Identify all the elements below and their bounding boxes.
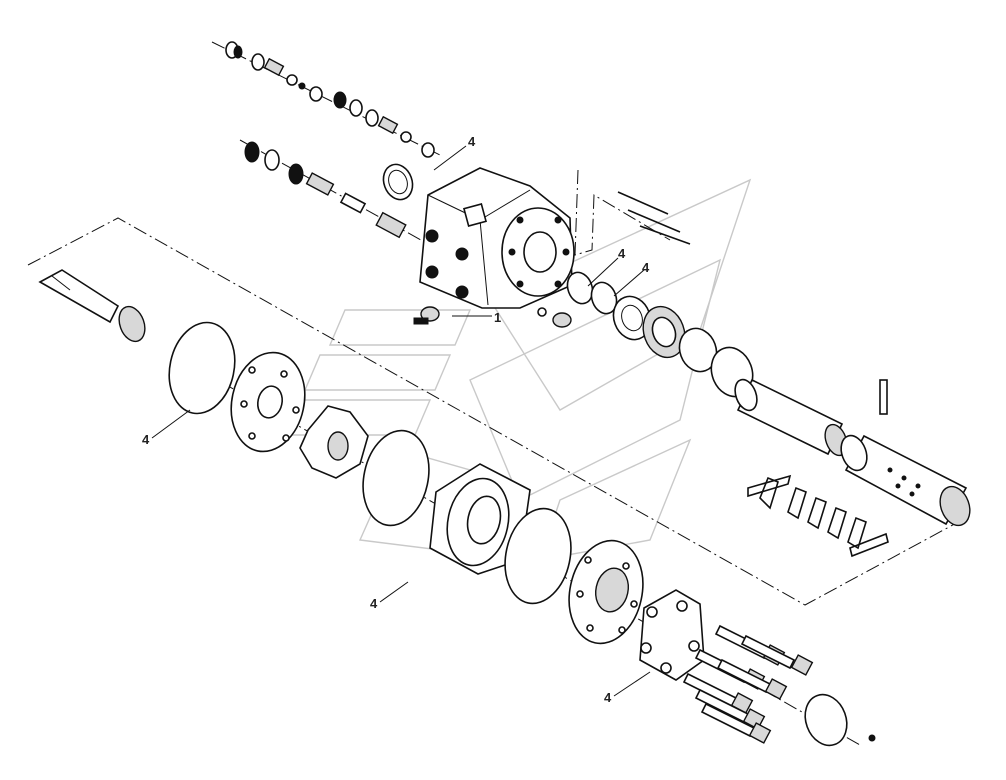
valve-housing (419, 167, 575, 309)
cap-screws (682, 624, 814, 744)
seal-gasket (639, 589, 705, 681)
valve-pins (617, 191, 691, 245)
o-ring-a (566, 271, 594, 305)
callout-number: 4 (468, 134, 476, 149)
control-sleeve (840, 434, 971, 527)
assembly-outline (27, 217, 963, 606)
spacer-plate (230, 351, 306, 453)
centering-pin (879, 379, 888, 415)
callout-number: 4 (642, 260, 650, 275)
o-ring-middle (362, 429, 430, 527)
body-seal-ring (382, 163, 414, 201)
pin-leader-box (574, 169, 671, 256)
o-ring-b (590, 281, 618, 315)
check-valve-parts (413, 306, 572, 328)
centering-springs (747, 474, 889, 558)
drive-shaft (38, 269, 146, 343)
end-cap (568, 539, 644, 645)
callout-number: 4 (370, 596, 378, 611)
bearing-race (678, 327, 718, 373)
drive-screw (868, 734, 876, 742)
valve-axis-line-top (211, 41, 441, 156)
callout-number: 4 (618, 246, 626, 261)
callout-number: 1 (494, 310, 501, 325)
gerotor-ring (429, 463, 531, 575)
relief-valve-parts-top (225, 41, 435, 158)
callout-number: 4 (142, 432, 150, 447)
relief-valve-parts-middle (244, 141, 407, 239)
callout-leaders (151, 145, 651, 697)
callout-number: 4 (604, 690, 612, 705)
name-plate (804, 693, 848, 747)
control-spool (734, 378, 848, 457)
o-ring-left (168, 321, 236, 415)
o-ring-right (504, 507, 572, 605)
